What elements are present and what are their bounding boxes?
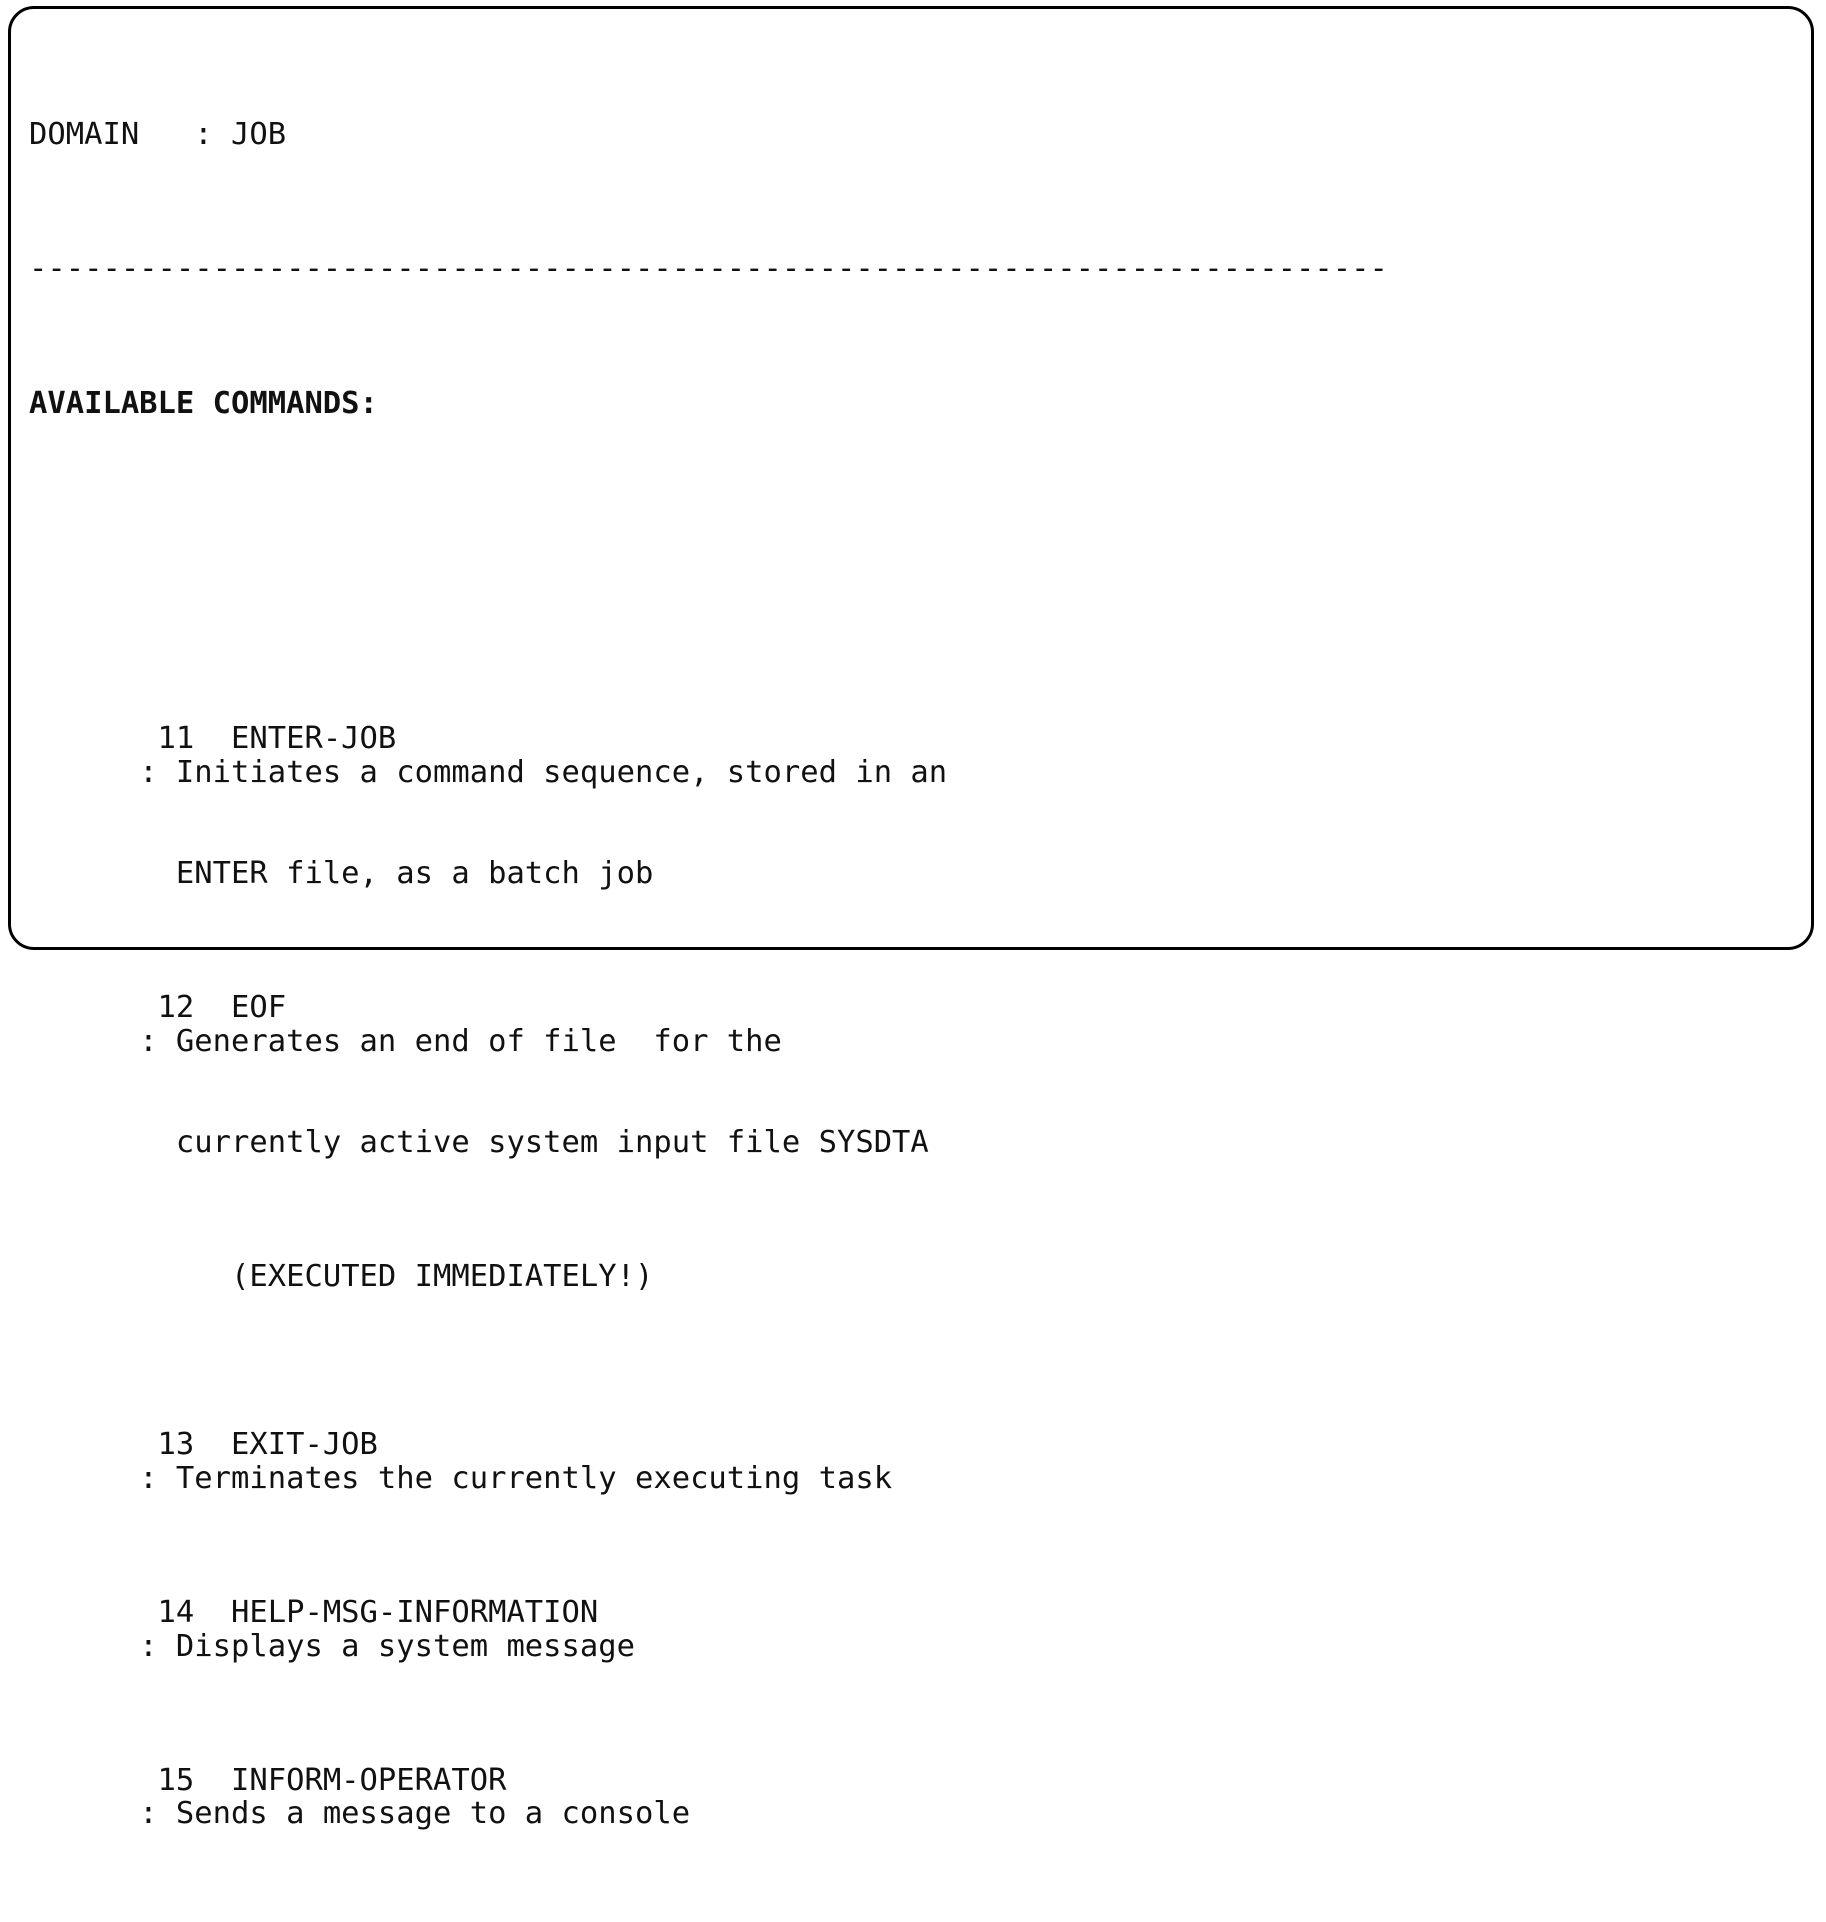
command-desc-11-line1: : Initiates a command sequence, stored i…: [139, 755, 948, 791]
domain-header-line: DOMAIN : JOB: [29, 116, 287, 152]
command-row[interactable]: 13 EXIT-JOB : Terminates the currently e…: [29, 1394, 1801, 1495]
command-desc-12-line2: currently active system input file SYSDT…: [139, 1124, 929, 1160]
command-left-blank: [139, 1092, 829, 1126]
executed-immediately-note: (EXECUTED IMMEDIATELY!): [139, 1260, 829, 1294]
command-left-blank: [139, 823, 829, 857]
command-row[interactable]: 11 ENTER-JOB : Initiates a command seque…: [29, 689, 1801, 789]
command-left-12: 12 EOF: [139, 990, 287, 1026]
command-desc-11-line2: ENTER file, as a batch job: [139, 855, 654, 891]
command-desc-cont: currently active system input file SYSDT…: [29, 1058, 1801, 1158]
terminal-frame: DOMAIN : JOB ---------------------------…: [8, 6, 1814, 1831]
command-desc-13: : Terminates the currently executing tas…: [139, 1460, 893, 1496]
command-desc-15: : Sends a message to a console: [139, 1796, 691, 1832]
command-row[interactable]: 14 HELP-MSG-INFORMATION : Displays a sys…: [29, 1562, 1801, 1663]
command-desc-12-line1: : Generates an end of file for the: [139, 1023, 782, 1059]
command-note-row: (EXECUTED IMMEDIATELY!): [29, 1226, 1801, 1294]
command-desc-cont: ENTER file, as a batch job: [29, 790, 1801, 890]
executed-immediately-text: (EXECUTED IMMEDIATELY!): [231, 1258, 654, 1294]
command-left-13: 13 EXIT-JOB: [139, 1426, 378, 1462]
available-commands-heading: AVAILABLE COMMANDS:: [29, 385, 378, 421]
command-left-11: 11 ENTER-JOB: [139, 721, 397, 757]
spacer-after-heading: [29, 521, 1801, 555]
command-desc-14: : Displays a system message: [139, 1628, 635, 1664]
terminal-screen: DOMAIN : JOB ---------------------------…: [29, 17, 1801, 1831]
separator-top: ----------------------------------------…: [29, 252, 1388, 286]
command-row[interactable]: 15 INFORM-OPERATOR : Sends a message to …: [29, 1730, 1801, 1831]
command-row[interactable]: 16 INFORM-PROGRAM : Sends a message to a…: [29, 1898, 1801, 1922]
command-left-15: 15 INFORM-OPERATOR: [139, 1762, 507, 1798]
command-row[interactable]: 12 EOF : Generates an end of file for th…: [29, 958, 1801, 1058]
command-left-14: 14 HELP-MSG-INFORMATION: [139, 1594, 599, 1630]
